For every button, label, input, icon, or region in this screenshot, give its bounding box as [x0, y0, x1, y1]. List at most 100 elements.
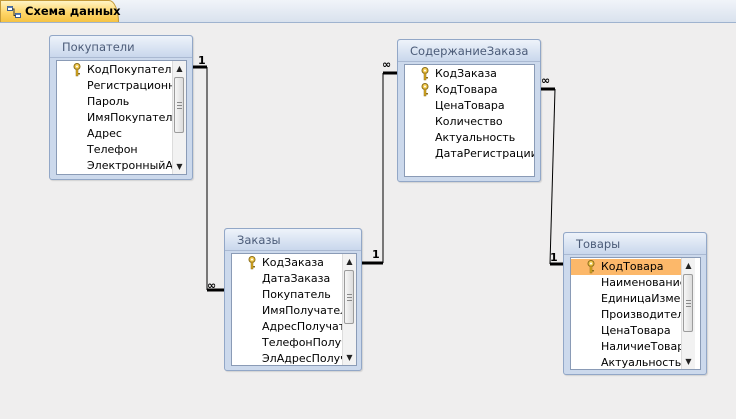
field-name: Производитель	[601, 308, 683, 321]
field-list[interactable]: КодЗаказа КодТовара ЦенаТовара Количеств…	[404, 64, 535, 177]
relationship-many-label: ∞	[382, 58, 392, 71]
field-name: Количество	[435, 115, 503, 128]
field-name: ИмяПолучателя	[262, 304, 343, 317]
field-item[interactable]: ЭлАдресПолуча	[232, 351, 343, 365]
field-name: НаличиеТовара	[601, 340, 683, 353]
field-item[interactable]: ЕдиницаИзмер	[571, 291, 683, 307]
vertical-scrollbar[interactable]: ▲ ▼	[172, 61, 186, 174]
field-item[interactable]: ИмяПолучателя	[232, 303, 343, 319]
table-title: СодержаниеЗаказа	[410, 44, 529, 58]
table-title-bar[interactable]: СодержаниеЗаказа	[398, 40, 540, 62]
field-item[interactable]: ИмяПокупателя	[57, 110, 173, 126]
scroll-up-arrow-icon[interactable]: ▲	[176, 64, 183, 73]
table-title: Заказы	[237, 233, 281, 247]
field-name: Регистрационн	[87, 79, 173, 92]
table-title: Товары	[576, 237, 621, 251]
field-item[interactable]: Пароль	[57, 94, 173, 110]
vertical-scrollbar[interactable]: ▲ ▼	[342, 254, 356, 365]
relationships-icon	[7, 6, 21, 18]
relationship-many-label: ∞	[541, 74, 551, 87]
field-item[interactable]: НаличиеТовара	[571, 339, 683, 355]
field-name: Актуальность	[601, 356, 682, 369]
field-item[interactable]: Телефон	[57, 142, 173, 158]
document-tab-strip: Схема данных	[0, 0, 736, 23]
field-name: ИмяПокупателя	[87, 111, 173, 124]
scroll-thumb[interactable]	[174, 77, 184, 133]
tab-data-schema[interactable]: Схема данных	[0, 0, 121, 22]
table-customers[interactable]: Покупатели КодПокупателя Регистрационн П…	[49, 35, 193, 180]
field-item[interactable]: КодЗаказа	[405, 66, 534, 82]
field-item[interactable]: ЦенаТовара	[571, 323, 683, 339]
field-name: Телефон	[87, 143, 138, 156]
table-goods[interactable]: Товары КодТовара Наименование ЕдиницаИзм…	[563, 232, 707, 375]
field-name: ДатаЗаказа	[262, 272, 331, 285]
relationship-one-label: 1	[372, 248, 380, 261]
field-item[interactable]: Покупатель	[232, 287, 343, 303]
scroll-down-arrow-icon[interactable]: ▼	[346, 353, 353, 362]
field-name: ТелефонПолуча	[262, 336, 343, 349]
field-list[interactable]: КодПокупателя Регистрационн Пароль ИмяПо…	[56, 60, 187, 175]
primary-key-icon	[73, 63, 81, 77]
field-name: КодПокупателя	[87, 63, 173, 76]
field-name: ЦенаТовара	[601, 324, 671, 337]
relationship-many-label: ∞	[207, 279, 217, 292]
vertical-scrollbar[interactable]: ▲ ▼	[681, 258, 695, 369]
field-item[interactable]: ЦенаТовара	[405, 98, 534, 114]
field-item[interactable]: Адрес	[57, 126, 173, 142]
field-item[interactable]: ЭлектронныйА	[57, 158, 173, 174]
table-title-bar[interactable]: Товары	[564, 233, 706, 255]
field-name: ЭлектронныйА	[87, 159, 173, 172]
field-name: ЕдиницаИзмер	[601, 292, 683, 305]
scroll-down-arrow-icon[interactable]: ▼	[685, 357, 692, 366]
field-item[interactable]: ТелефонПолуча	[232, 335, 343, 351]
primary-key-icon	[587, 260, 595, 274]
field-item-selected[interactable]: КодТовара	[571, 259, 683, 275]
field-item[interactable]: КодТовара	[405, 82, 534, 98]
field-list[interactable]: КодЗаказа ДатаЗаказа Покупатель ИмяПолуч…	[231, 253, 357, 366]
field-name: АдресПолучате	[262, 320, 343, 333]
field-item[interactable]: КодПокупателя	[57, 62, 173, 78]
relationship-one-label: 1	[550, 251, 558, 264]
field-list[interactable]: КодТовара Наименование ЕдиницаИзмер Прои…	[570, 257, 701, 370]
field-name: КодЗаказа	[435, 67, 497, 80]
scroll-up-arrow-icon[interactable]: ▲	[346, 257, 353, 266]
field-name: Наименование	[601, 276, 683, 289]
scroll-down-arrow-icon[interactable]: ▼	[176, 162, 183, 171]
table-title-bar[interactable]: Покупатели	[50, 36, 192, 58]
table-orders[interactable]: Заказы КодЗаказа ДатаЗаказа Покупатель И…	[224, 228, 362, 371]
field-name: Пароль	[87, 95, 130, 108]
field-item[interactable]: КодЗаказа	[232, 255, 343, 271]
field-name: ЦенаТовара	[435, 99, 505, 112]
field-name: КодТовара	[435, 83, 498, 96]
field-name: КодЗаказа	[262, 256, 324, 269]
field-item[interactable]: ДатаЗаказа	[232, 271, 343, 287]
field-item[interactable]: Регистрационн	[57, 78, 173, 94]
field-name: Покупатель	[262, 288, 331, 301]
field-item[interactable]: Производитель	[571, 307, 683, 323]
relationship-orders-content	[362, 71, 397, 265]
field-item[interactable]: Количество	[405, 114, 534, 130]
table-order-content[interactable]: СодержаниеЗаказа КодЗаказа КодТовара Цен…	[397, 39, 541, 182]
primary-key-icon	[248, 256, 256, 270]
tab-label: Схема данных	[25, 4, 121, 18]
field-name: ДатаРегистрации	[435, 147, 535, 160]
field-item[interactable]: АдресПолучате	[232, 319, 343, 335]
field-name: ЭлАдресПолуча	[262, 352, 343, 365]
scroll-thumb[interactable]	[683, 274, 693, 332]
relationship-customers-orders	[193, 65, 224, 292]
scroll-up-arrow-icon[interactable]: ▲	[685, 261, 692, 270]
field-item[interactable]: Актуальность	[405, 130, 534, 146]
field-name: Актуальность	[435, 131, 516, 144]
field-name: КодТовара	[601, 260, 664, 273]
scroll-thumb[interactable]	[344, 270, 354, 324]
primary-key-icon	[421, 83, 429, 97]
table-title-bar[interactable]: Заказы	[225, 229, 361, 251]
primary-key-icon	[421, 67, 429, 81]
table-title: Покупатели	[62, 40, 135, 54]
field-name: Адрес	[87, 127, 122, 140]
field-item[interactable]: Наименование	[571, 275, 683, 291]
relationship-one-label: 1	[198, 54, 206, 67]
field-item[interactable]: ДатаРегистрации	[405, 146, 535, 162]
field-item[interactable]: Актуальность	[571, 355, 683, 369]
